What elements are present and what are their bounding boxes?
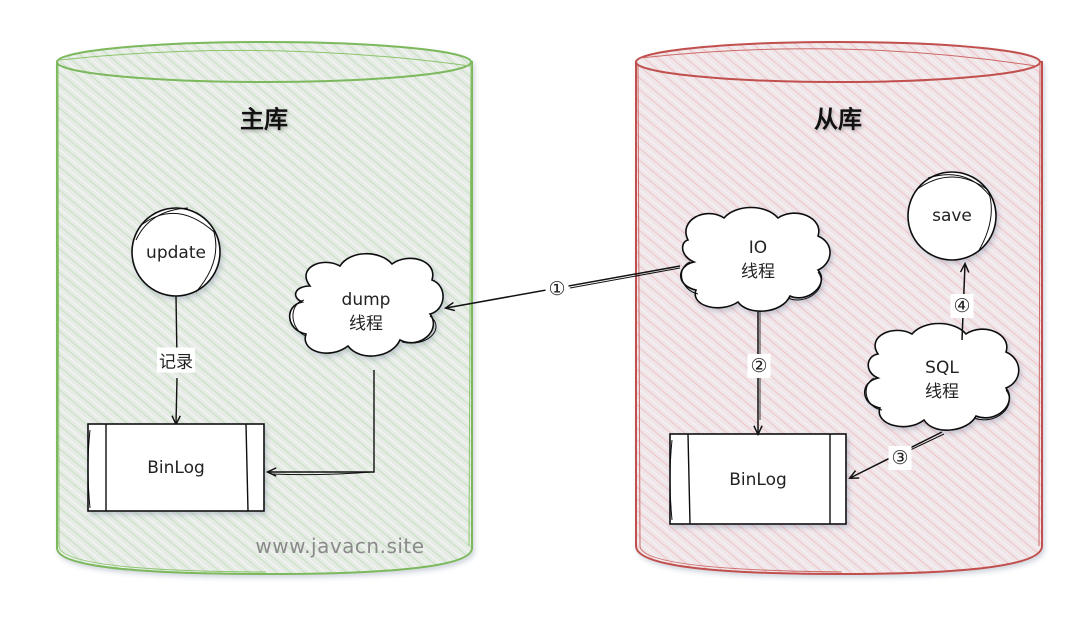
io-thread-node (679, 206, 831, 312)
master-binlog-node (87, 423, 265, 512)
step-2-badge: ② (747, 354, 771, 378)
master-title: 主库 (240, 105, 288, 134)
dump-thread-label-line1: dump (341, 290, 391, 310)
step-4-badge: ④ (950, 294, 974, 318)
sql-thread-label: SQL 线程 (925, 356, 959, 404)
edge-dump-to-binlog (268, 370, 375, 475)
step-1-badge: ① (545, 277, 569, 301)
save-node (907, 171, 997, 261)
sql-thread-label-line1: SQL (925, 358, 959, 378)
io-thread-label-line1: IO (748, 238, 768, 258)
io-thread-label: IO 线程 (741, 236, 775, 284)
save-label: save (932, 206, 972, 226)
dump-thread-label-line2: 线程 (348, 314, 383, 334)
slave-binlog-label: BinLog (729, 470, 787, 490)
slave-title: 从库 (814, 105, 862, 134)
sql-thread-node (863, 322, 1020, 431)
watermark: www.javacn.site (255, 534, 425, 558)
master-binlog-label: BinLog (147, 458, 205, 478)
dump-thread-node (288, 253, 444, 357)
slave-binlog-node (669, 433, 847, 525)
update-label: update (146, 243, 206, 263)
record-edge-label: 记录 (157, 347, 195, 373)
dump-thread-label: dump 线程 (342, 288, 391, 336)
step-3-badge: ③ (888, 446, 912, 470)
io-thread-label-line2: 线程 (741, 262, 775, 282)
sql-thread-label-line2: 线程 (925, 382, 959, 402)
